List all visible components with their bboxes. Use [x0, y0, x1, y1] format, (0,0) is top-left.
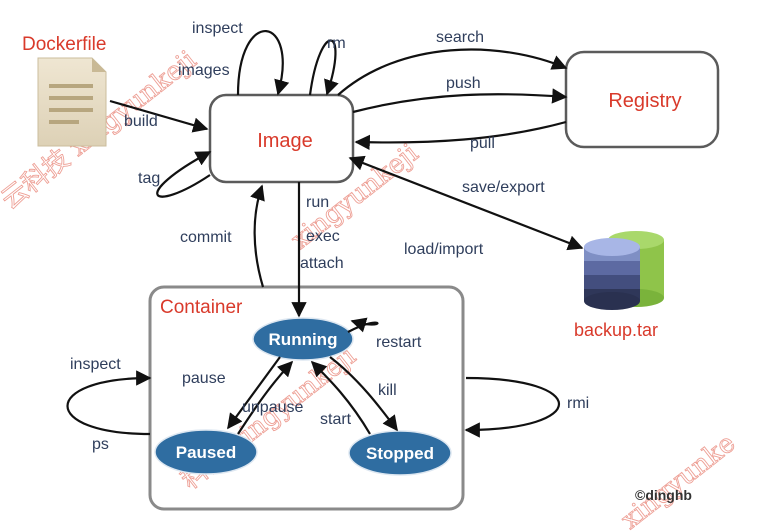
stopped-state-label: Stopped	[366, 444, 434, 463]
arrow-search	[337, 48, 568, 96]
arrow-rmi-loop	[464, 376, 561, 438]
label-inspect: inspect	[192, 20, 243, 37]
running-state	[252, 317, 354, 361]
label-restart: restart	[376, 334, 422, 351]
arrow-push	[352, 88, 568, 114]
label-save-export: save/export	[462, 179, 545, 196]
registry-node-label: Registry	[608, 90, 681, 112]
arrow-kill	[329, 356, 398, 432]
label-rm: rm	[327, 35, 346, 52]
label-kill: kill	[378, 382, 397, 399]
label-ps: ps	[92, 436, 109, 453]
arrow-restart-loop	[347, 317, 379, 333]
label-build: build	[124, 113, 158, 130]
credit-text: ©dinghb	[635, 487, 692, 503]
label-rmi: rmi	[567, 395, 589, 412]
document-icon	[37, 57, 107, 147]
container-box	[148, 285, 465, 511]
label-start: start	[320, 411, 352, 428]
arrow-unpause	[237, 360, 294, 435]
label-pause: pause	[182, 370, 226, 387]
arrow-tag-loop	[156, 151, 212, 198]
image-node-label: Image	[257, 130, 313, 152]
backup-label: backup.tar	[574, 320, 658, 340]
arrow-pull	[354, 120, 567, 151]
arrow-build	[109, 99, 209, 133]
stopped-state	[348, 430, 452, 476]
container-title: Container	[160, 297, 243, 318]
watermark: xingyunke	[616, 428, 741, 532]
label-tag: tag	[138, 170, 160, 187]
arrows	[66, 30, 584, 438]
running-state-label: Running	[269, 330, 338, 349]
dockerfile-title: Dockerfile	[22, 34, 106, 55]
label-commit: commit	[180, 229, 232, 246]
label-load-import: load/import	[404, 241, 484, 258]
label-pull: pull	[470, 135, 495, 152]
paused-state-label: Paused	[176, 443, 236, 462]
label-inspect-container: inspect	[70, 356, 121, 373]
label-push: push	[446, 75, 481, 92]
label-images: images	[178, 62, 230, 79]
label-search: search	[436, 29, 484, 46]
label-exec: exec	[306, 228, 340, 245]
label-attach: attach	[300, 255, 344, 272]
paused-state	[154, 429, 258, 475]
arrow-inspect-images-loop	[236, 30, 290, 96]
label-unpause: unpause	[242, 399, 303, 416]
edge-labels: inspect images rm search push pull build…	[70, 20, 589, 453]
arrow-rm-loop	[308, 39, 339, 96]
arrow-commit	[250, 184, 265, 288]
label-run: run	[306, 194, 329, 211]
arrow-save-load	[348, 155, 584, 251]
arrow-inspect-ps-loop	[66, 370, 152, 436]
database-icon	[584, 231, 664, 310]
arrow-pause	[227, 356, 281, 430]
arrow-start	[310, 360, 371, 435]
